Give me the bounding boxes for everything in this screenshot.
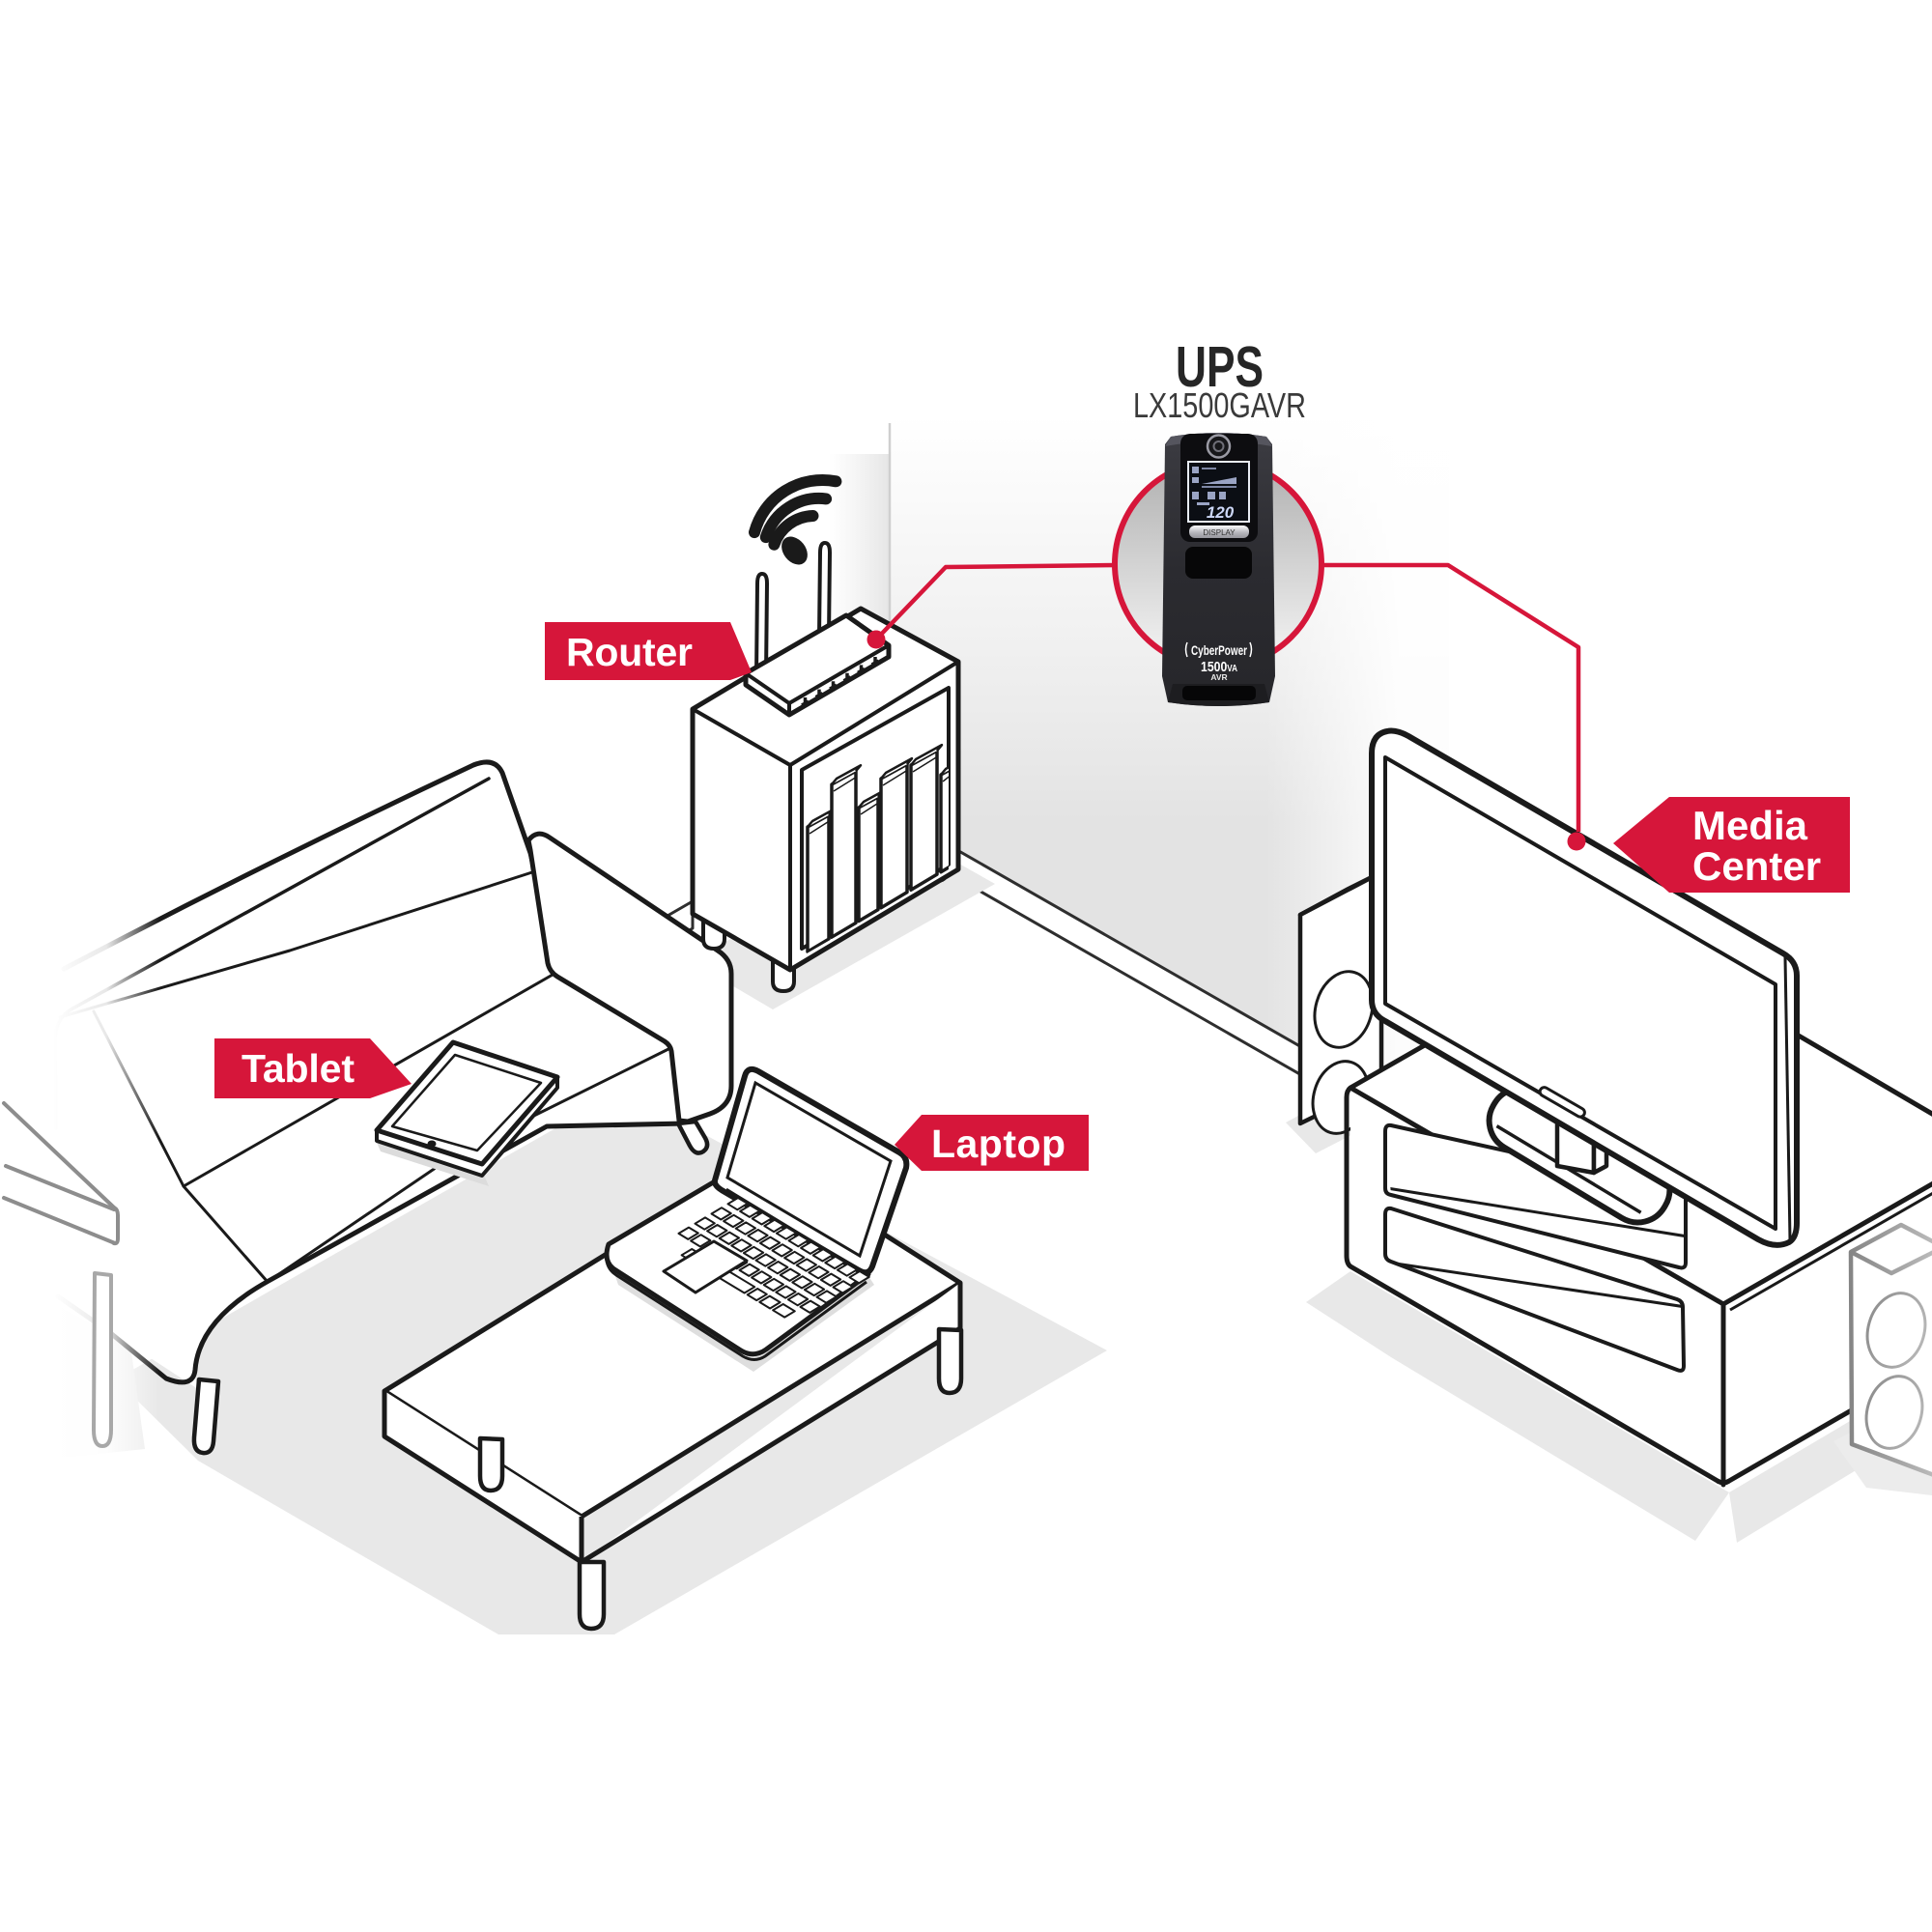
svg-text:CyberPower: CyberPower [1191, 643, 1248, 658]
svg-text:1500VA: 1500VA [1201, 659, 1237, 675]
svg-text:AVR: AVR [1210, 672, 1227, 682]
svg-text:Laptop: Laptop [931, 1122, 1065, 1166]
svg-text:Media: Media [1692, 803, 1808, 848]
svg-text:120: 120 [1207, 503, 1235, 522]
svg-text:LX1500GAVR: LX1500GAVR [1133, 385, 1306, 425]
svg-text:Tablet: Tablet [242, 1046, 355, 1091]
svg-text:DISPLAY: DISPLAY [1203, 528, 1236, 537]
svg-text:Center: Center [1692, 843, 1821, 889]
svg-text:Router: Router [566, 630, 693, 674]
svg-text:UPS: UPS [1176, 335, 1264, 399]
